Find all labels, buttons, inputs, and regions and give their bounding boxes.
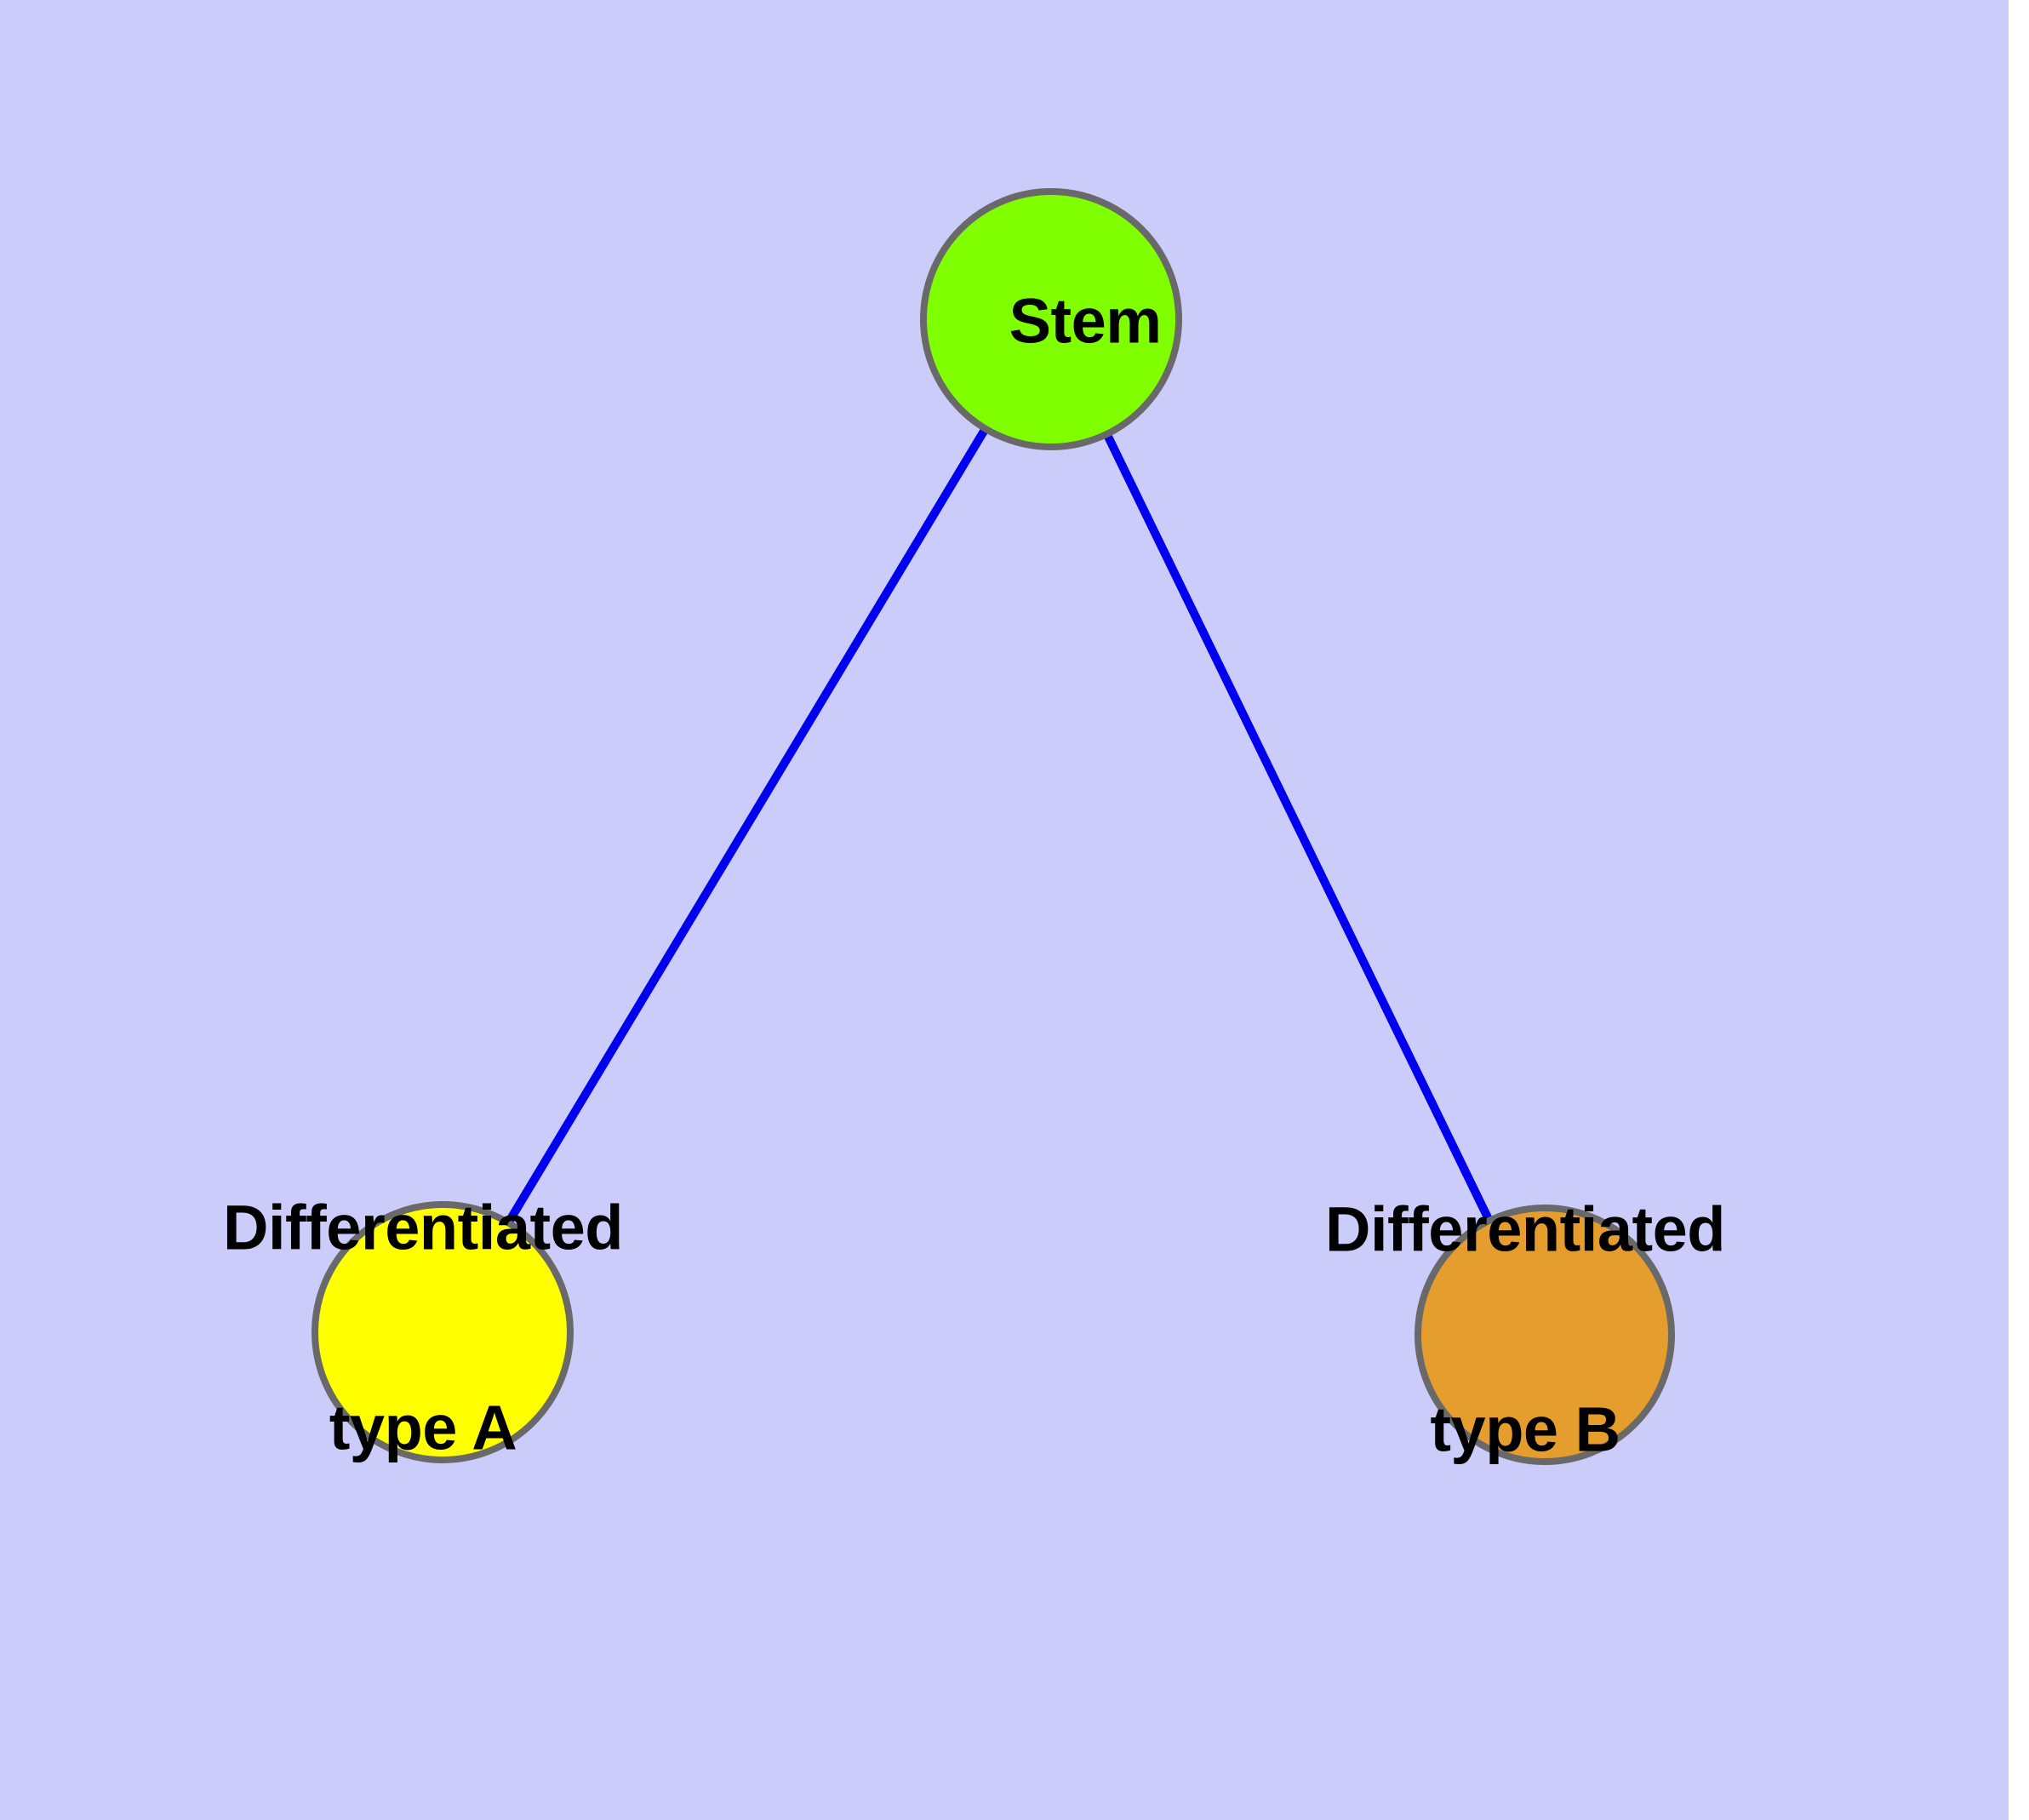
edge-stem-to-differentiated-type-b[interactable]: [1086, 398, 1510, 1256]
edge-layer: [485, 394, 1510, 1257]
node-differentiated-type-b[interactable]: [1415, 1205, 1675, 1465]
node-differentiated-type-a[interactable]: [311, 1201, 574, 1463]
edge-stem-to-differentiated-type-a[interactable]: [485, 394, 1009, 1257]
node-layer: [311, 188, 1675, 1465]
node-stem[interactable]: [920, 188, 1182, 450]
